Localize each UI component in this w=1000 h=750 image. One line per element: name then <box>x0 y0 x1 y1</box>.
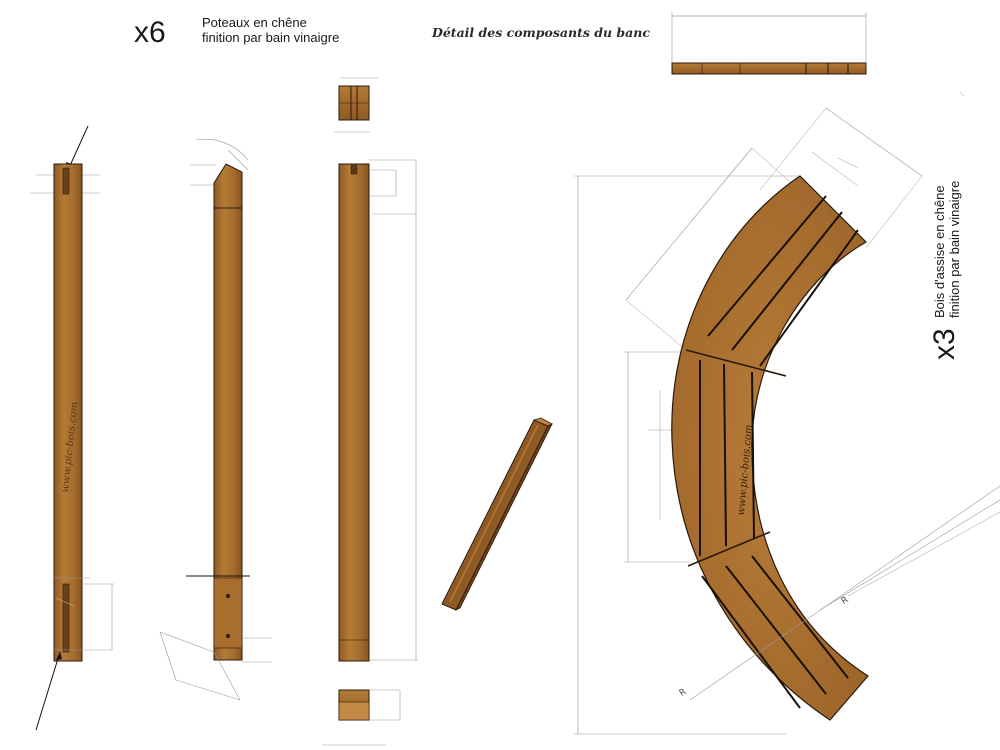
post-side <box>159 139 272 701</box>
posts-caption: Poteaux en chêne finition par bain vinai… <box>202 15 339 45</box>
post-straight <box>322 77 418 746</box>
bench-top-view <box>671 12 867 75</box>
curved-seat-plan <box>574 91 1000 735</box>
diagonal-post-3d <box>441 417 553 611</box>
posts-quantity: x6 <box>134 16 166 49</box>
posts-caption-line2: finition par bain vinaigre <box>202 30 340 45</box>
detail-title: Détail des composants du banc <box>432 25 650 40</box>
posts-caption-line1: Poteaux en chêne <box>202 15 307 30</box>
post-front <box>30 125 114 731</box>
